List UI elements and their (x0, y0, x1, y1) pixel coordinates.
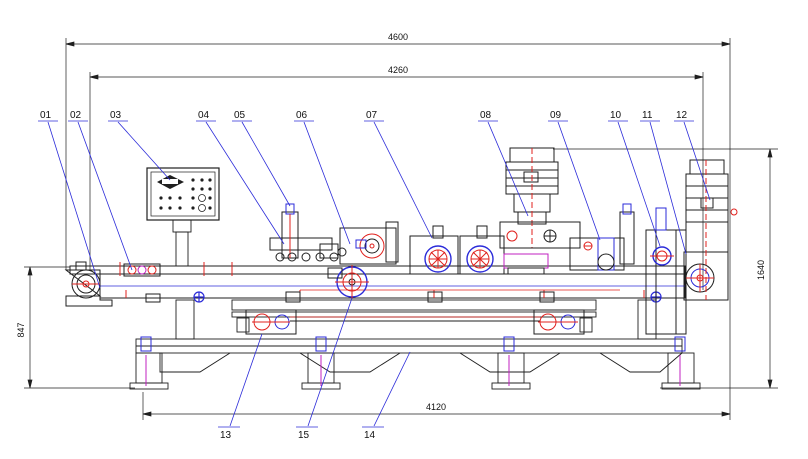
callout-labels: 01 02 03 04 05 06 07 08 09 10 11 12 13 1… (40, 110, 688, 441)
callout-10: 10 (610, 110, 622, 121)
callout-14: 14 (364, 430, 376, 441)
vertical-motor (499, 147, 581, 275)
dimension-lines (24, 38, 778, 420)
leader-lines (38, 120, 711, 428)
infeed-rollers (123, 263, 161, 277)
callout-15: 15 (298, 430, 310, 441)
callout-07: 07 (366, 110, 378, 121)
bottom-motor-right (533, 309, 585, 335)
callout-11: 11 (642, 110, 653, 121)
dim-4600: 4600 (388, 32, 408, 42)
head-assembly (327, 221, 399, 299)
dim-4120: 4120 (426, 402, 446, 412)
roller-section (269, 203, 339, 262)
bottom-motor-left (245, 309, 297, 335)
spindle-unit-1 (409, 225, 459, 275)
callout-13: 13 (220, 430, 232, 441)
spindle-unit-2 (459, 225, 505, 275)
leg-bolts (140, 336, 686, 386)
control-panel (146, 167, 220, 267)
infeed-pulley (71, 261, 101, 299)
pulley-assembly (645, 207, 687, 335)
callout-08: 08 (480, 110, 492, 121)
callout-01: 01 (40, 110, 52, 121)
callout-03: 03 (110, 110, 122, 121)
dim-1640: 1640 (756, 260, 766, 280)
gear-section (569, 203, 635, 271)
callout-09: 09 (550, 110, 562, 121)
lower-rail (231, 299, 597, 333)
base-frame (129, 299, 701, 390)
drive-motor (683, 159, 738, 301)
callout-04: 04 (198, 110, 210, 121)
dim-4260: 4260 (388, 65, 408, 75)
beam-bolts (125, 290, 645, 303)
callout-06: 06 (296, 110, 308, 121)
callout-12: 12 (676, 110, 688, 121)
callout-05: 05 (234, 110, 246, 121)
callout-02: 02 (70, 110, 82, 121)
dim-847: 847 (16, 322, 26, 337)
